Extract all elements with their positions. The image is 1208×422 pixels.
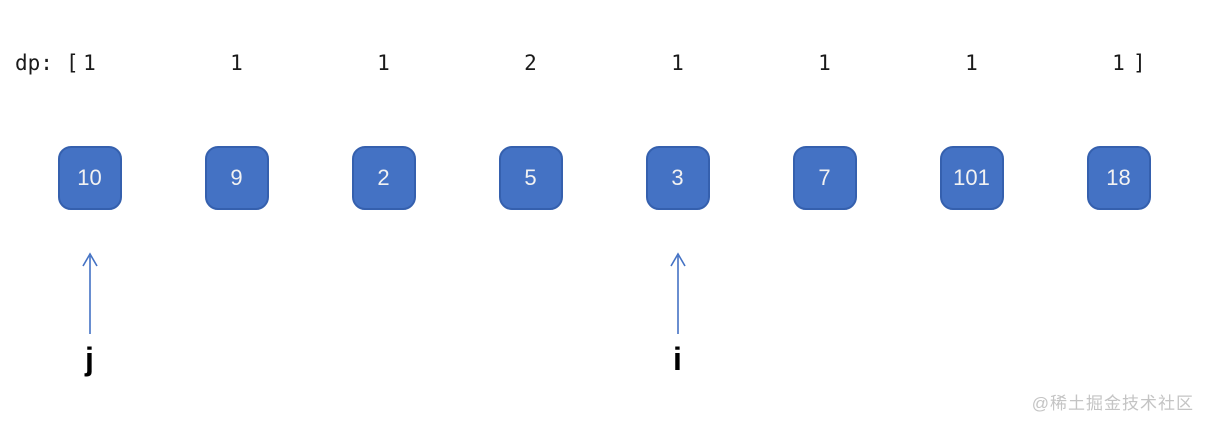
dp-value: 1 xyxy=(230,51,243,75)
dp-cell: 1 xyxy=(310,48,457,78)
dp-value: 1 xyxy=(671,51,684,75)
dp-cell: 1 xyxy=(751,48,898,78)
pointer-label-j: j xyxy=(85,341,94,377)
number-box: 2 xyxy=(351,146,416,210)
dp-value: 1 xyxy=(965,51,978,75)
watermark: @稀土掘金技术社区 xyxy=(1031,394,1194,413)
dp-value: 1 xyxy=(818,51,831,75)
array-box-row: 10 9 2 5 3 7 101 18 xyxy=(16,146,1192,210)
number-box: 7 xyxy=(792,146,857,210)
array-cell: 18 xyxy=(1045,146,1192,210)
dp-cell: 2 xyxy=(457,48,604,78)
dp-value: 2 xyxy=(524,51,537,75)
pointer-cell xyxy=(898,338,1045,384)
pointer-cell xyxy=(163,338,310,384)
dp-open-bracket: [ xyxy=(66,51,79,75)
arrow-cell xyxy=(310,250,457,335)
dp-row: dp: [ 1 1 1 2 1 1 1 1 ] xyxy=(0,48,1208,78)
array-cell: 3 xyxy=(604,146,751,210)
arrow-cell xyxy=(16,250,163,335)
array-cell: 9 xyxy=(163,146,310,210)
pointer-cell xyxy=(1045,338,1192,384)
number-box: 18 xyxy=(1086,146,1151,210)
pointer-label-i: i xyxy=(673,341,682,377)
dp-cell: 1 xyxy=(1045,48,1192,78)
dp-value: 1 xyxy=(1112,51,1125,75)
arrow-cell xyxy=(1045,250,1192,335)
dp-values-row: 1 1 1 2 1 1 1 1 xyxy=(16,48,1192,78)
dp-cell: 1 xyxy=(163,48,310,78)
array-cell: 101 xyxy=(898,146,1045,210)
number-box: 10 xyxy=(57,146,122,210)
arrow-cell xyxy=(163,250,310,335)
pointer-cell xyxy=(751,338,898,384)
dp-label: dp: xyxy=(15,51,53,75)
arrow-cell xyxy=(604,250,751,335)
dp-value: 1 xyxy=(83,51,96,75)
array-cell: 2 xyxy=(310,146,457,210)
number-box: 3 xyxy=(645,146,710,210)
pointer-cell xyxy=(310,338,457,384)
dp-cell: 1 xyxy=(604,48,751,78)
pointer-arrow-row xyxy=(16,250,1192,335)
up-arrow-icon xyxy=(81,252,98,334)
pointer-cell xyxy=(457,338,604,384)
arrow-cell xyxy=(751,250,898,335)
dp-cell: 1 xyxy=(898,48,1045,78)
pointer-cell: i xyxy=(604,338,751,384)
number-box: 9 xyxy=(204,146,269,210)
arrow-cell xyxy=(457,250,604,335)
arrow-cell xyxy=(898,250,1045,335)
number-box: 101 xyxy=(939,146,1004,210)
array-cell: 10 xyxy=(16,146,163,210)
up-arrow-icon xyxy=(669,252,686,334)
dp-value: 1 xyxy=(377,51,390,75)
dp-close-bracket: ] xyxy=(1133,51,1146,75)
array-cell: 5 xyxy=(457,146,604,210)
dp-cell: 1 xyxy=(16,48,163,78)
array-cell: 7 xyxy=(751,146,898,210)
number-box: 5 xyxy=(498,146,563,210)
pointer-cell: j xyxy=(16,338,163,384)
